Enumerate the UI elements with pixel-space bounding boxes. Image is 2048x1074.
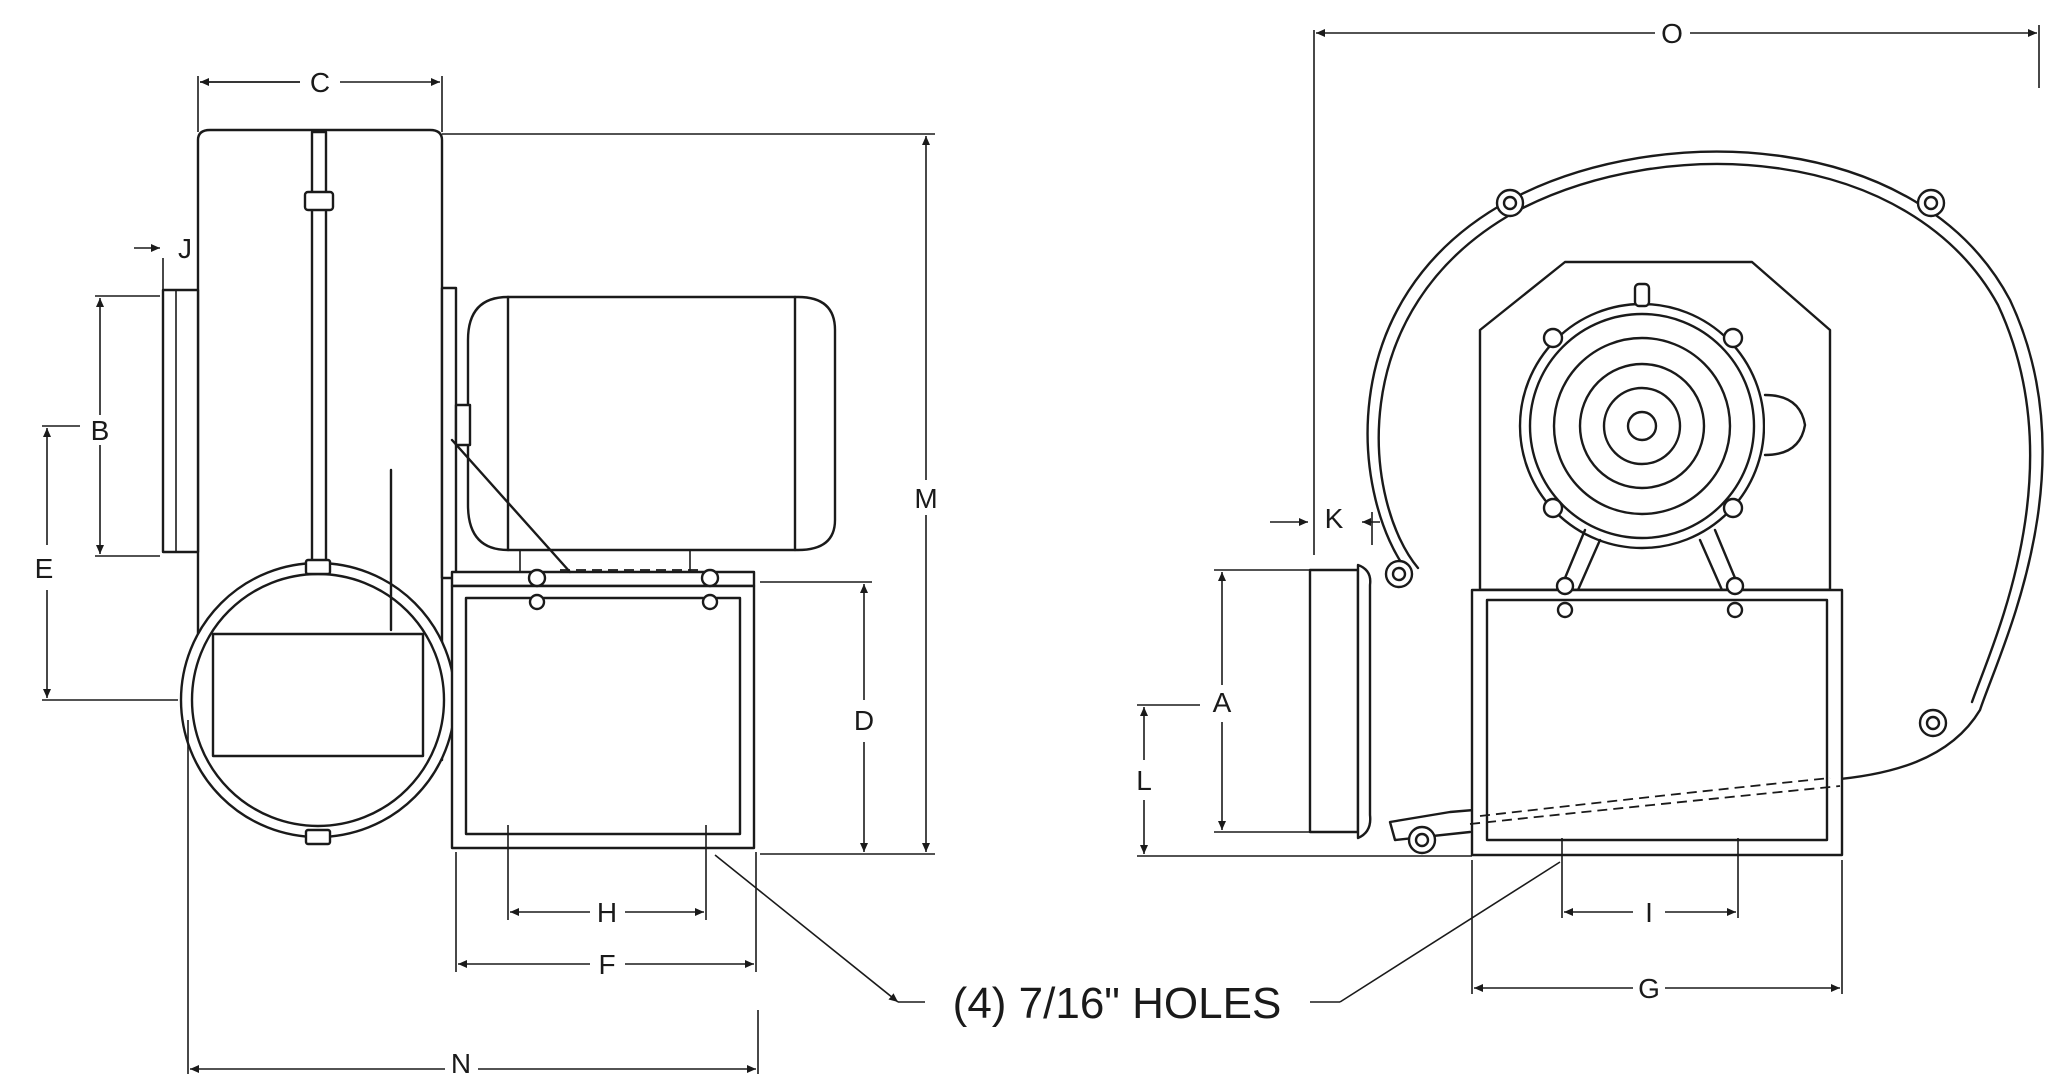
dim-label-g: G	[1638, 973, 1660, 1004]
dim-label-d: D	[854, 705, 874, 736]
dim-label-i: I	[1645, 897, 1653, 928]
dim-label-l: L	[1136, 765, 1152, 796]
dim-label-j: J	[178, 233, 192, 264]
dim-label-h: H	[597, 897, 617, 928]
dim-label-e: E	[35, 553, 54, 584]
bolt-icon	[1384, 188, 1948, 855]
holes-callout-text: (4) 7/16" HOLES	[953, 979, 1282, 1028]
dimension-labels: C J B E M D H F N O K A L I G	[35, 18, 1683, 1074]
bolt-icon	[1555, 576, 1745, 619]
dim-label-o: O	[1661, 18, 1683, 49]
side-view-dimensions	[42, 76, 935, 1074]
side-view	[161, 128, 837, 850]
dim-label-k: K	[1325, 503, 1344, 534]
dim-label-a: A	[1213, 687, 1232, 718]
dim-label-c: C	[310, 67, 330, 98]
holes-callout-leaders	[714, 854, 1561, 1003]
dim-label-m: M	[914, 483, 937, 514]
dim-label-n: N	[451, 1048, 471, 1074]
dim-label-b: B	[91, 415, 110, 446]
front-view	[1308, 150, 2044, 857]
front-view-dimensions	[1137, 25, 2040, 994]
screw-icon	[1542, 327, 1744, 519]
bolt-icon	[527, 568, 720, 611]
dim-label-f: F	[598, 949, 615, 980]
